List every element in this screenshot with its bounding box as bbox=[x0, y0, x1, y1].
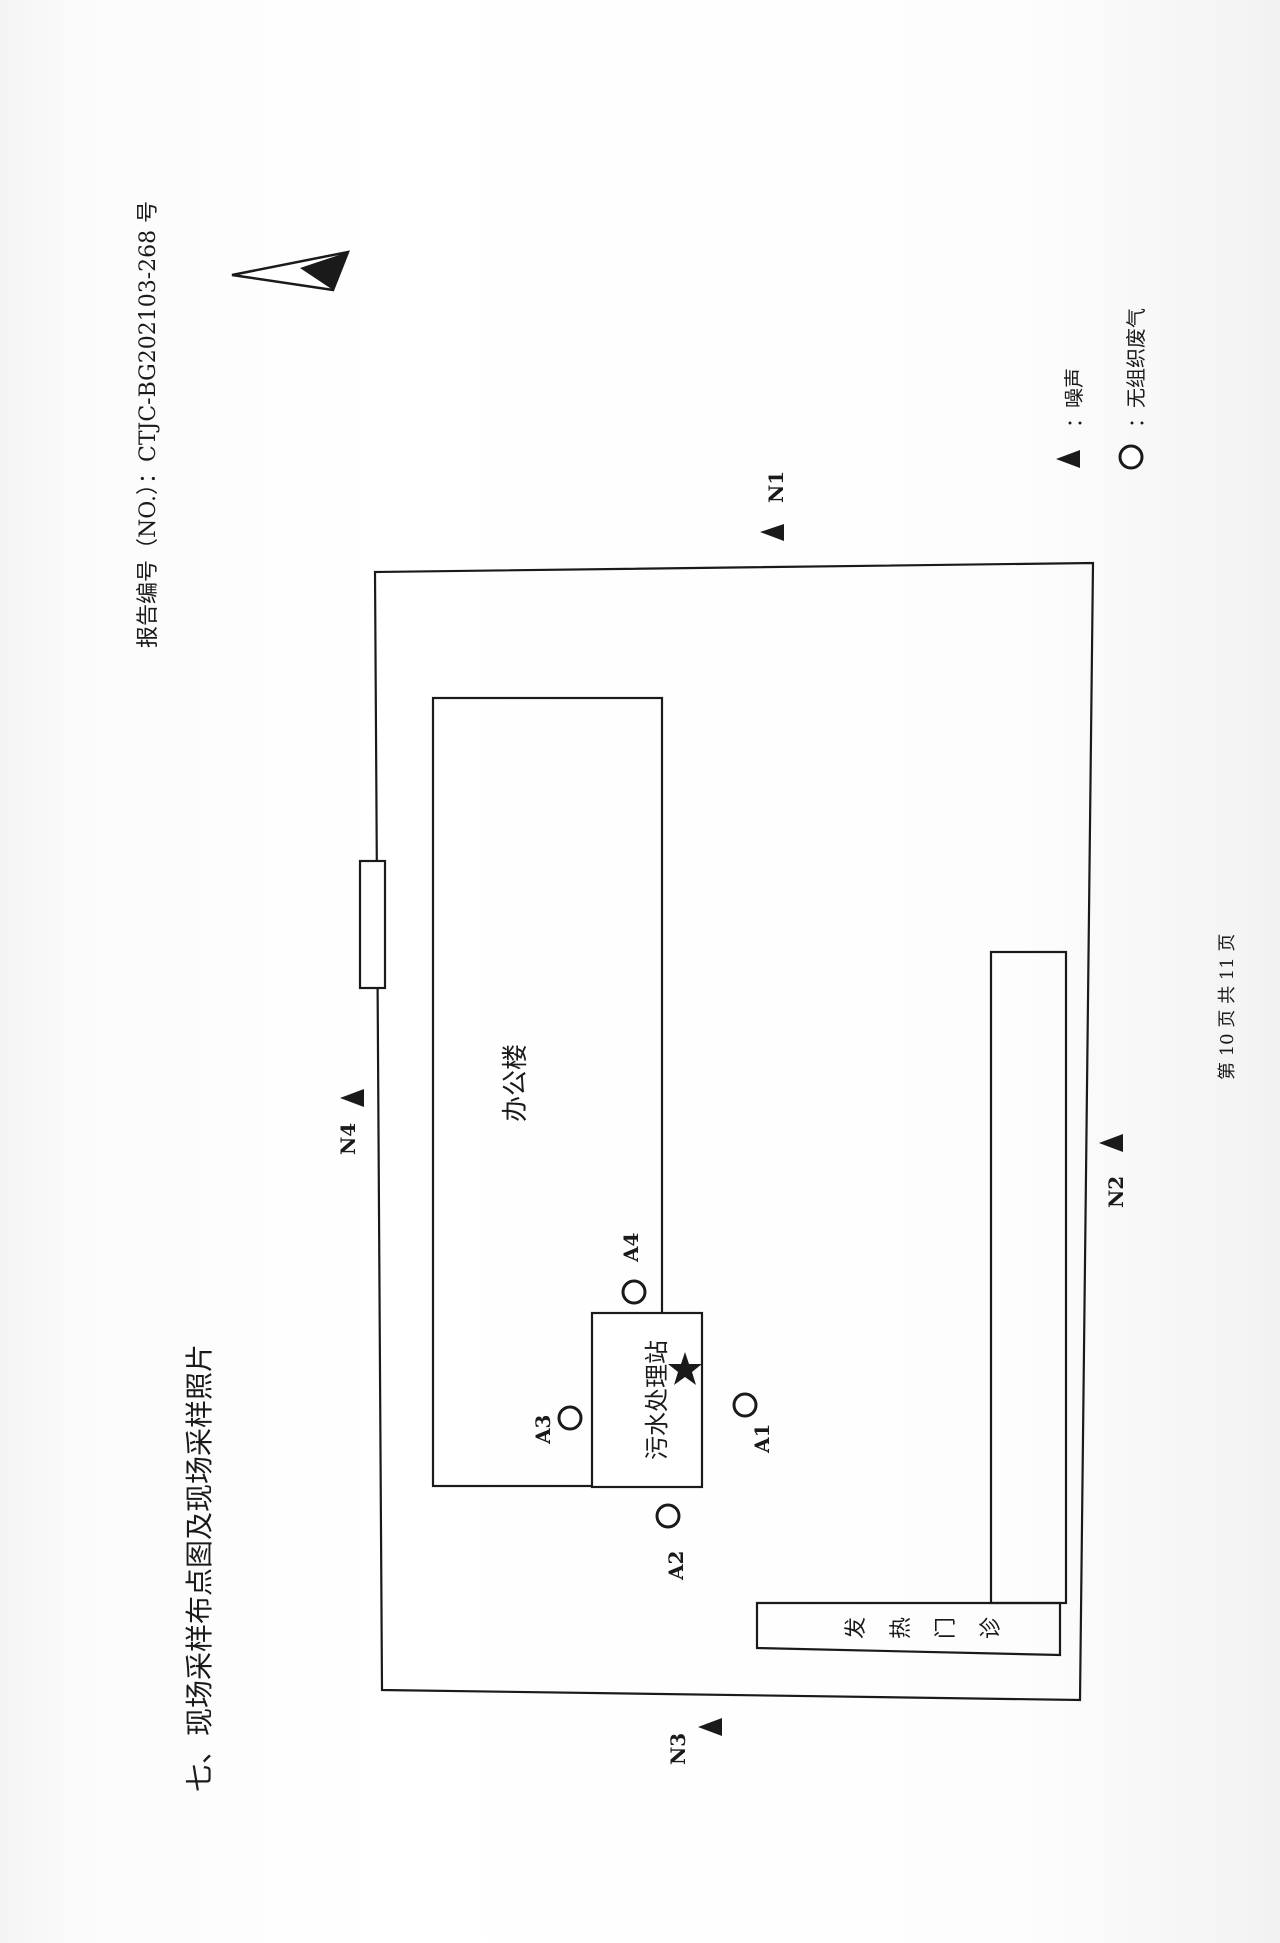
north-arrow-icon bbox=[231, 250, 351, 292]
noise-label-N2: N2 bbox=[1104, 1175, 1128, 1208]
sewage-station bbox=[590, 1311, 704, 1489]
air-markers bbox=[557, 444, 1144, 1529]
triangle-icon-legend bbox=[1056, 450, 1080, 468]
fever-clinic-label-1: 发 bbox=[844, 1616, 869, 1639]
circle-icon-legend bbox=[1118, 444, 1144, 470]
circle-icon-A4 bbox=[621, 1279, 647, 1305]
report-number: 报告编号（NO.）：CTJC-BG202103-268 号 bbox=[136, 200, 161, 648]
site-boundary bbox=[373, 561, 1095, 1702]
sewage-station-label: 污水处理站 bbox=[643, 1340, 671, 1460]
fever-clinic-label-4: 诊 bbox=[979, 1616, 1004, 1639]
triangle-icon-N3 bbox=[698, 1718, 722, 1736]
office-building-label: 办公楼 bbox=[501, 1043, 531, 1122]
page-number: 第 10 页 共 11 页 bbox=[1217, 933, 1238, 1080]
air-label-A2: A2 bbox=[664, 1550, 688, 1580]
air-label-A1: A1 bbox=[750, 1423, 774, 1453]
fever-clinic-building bbox=[755, 1601, 1062, 1657]
fever-clinic-label-2: 热 bbox=[889, 1616, 914, 1639]
triangle-icon-N4 bbox=[340, 1089, 364, 1107]
noise-label-N3: N3 bbox=[666, 1732, 690, 1765]
legend-air-label: ：无组织废气 bbox=[1124, 308, 1148, 428]
air-label-A3: A3 bbox=[531, 1414, 555, 1444]
fever-clinic-vertical bbox=[989, 950, 1068, 1605]
gate bbox=[358, 859, 387, 990]
triangle-icon-N2 bbox=[1099, 1134, 1123, 1152]
noise-label-N1: N1 bbox=[764, 470, 788, 503]
circle-icon-A3 bbox=[557, 1405, 583, 1431]
noise-markers bbox=[340, 450, 1123, 1736]
star-icon bbox=[668, 1352, 702, 1385]
circle-icon-A2 bbox=[655, 1503, 681, 1529]
triangle-icon-N1 bbox=[760, 524, 784, 541]
circle-icon-A1 bbox=[732, 1392, 758, 1418]
section-title: 七、现场采样布点图及现场采样照片 bbox=[183, 1343, 216, 1792]
fever-clinic-label-3: 门 bbox=[934, 1616, 959, 1639]
legend-noise-label: ：噪声 bbox=[1062, 368, 1086, 428]
noise-label-N4: N4 bbox=[336, 1122, 360, 1155]
air-label-A4: A4 bbox=[619, 1232, 643, 1262]
office-building bbox=[431, 696, 664, 1488]
